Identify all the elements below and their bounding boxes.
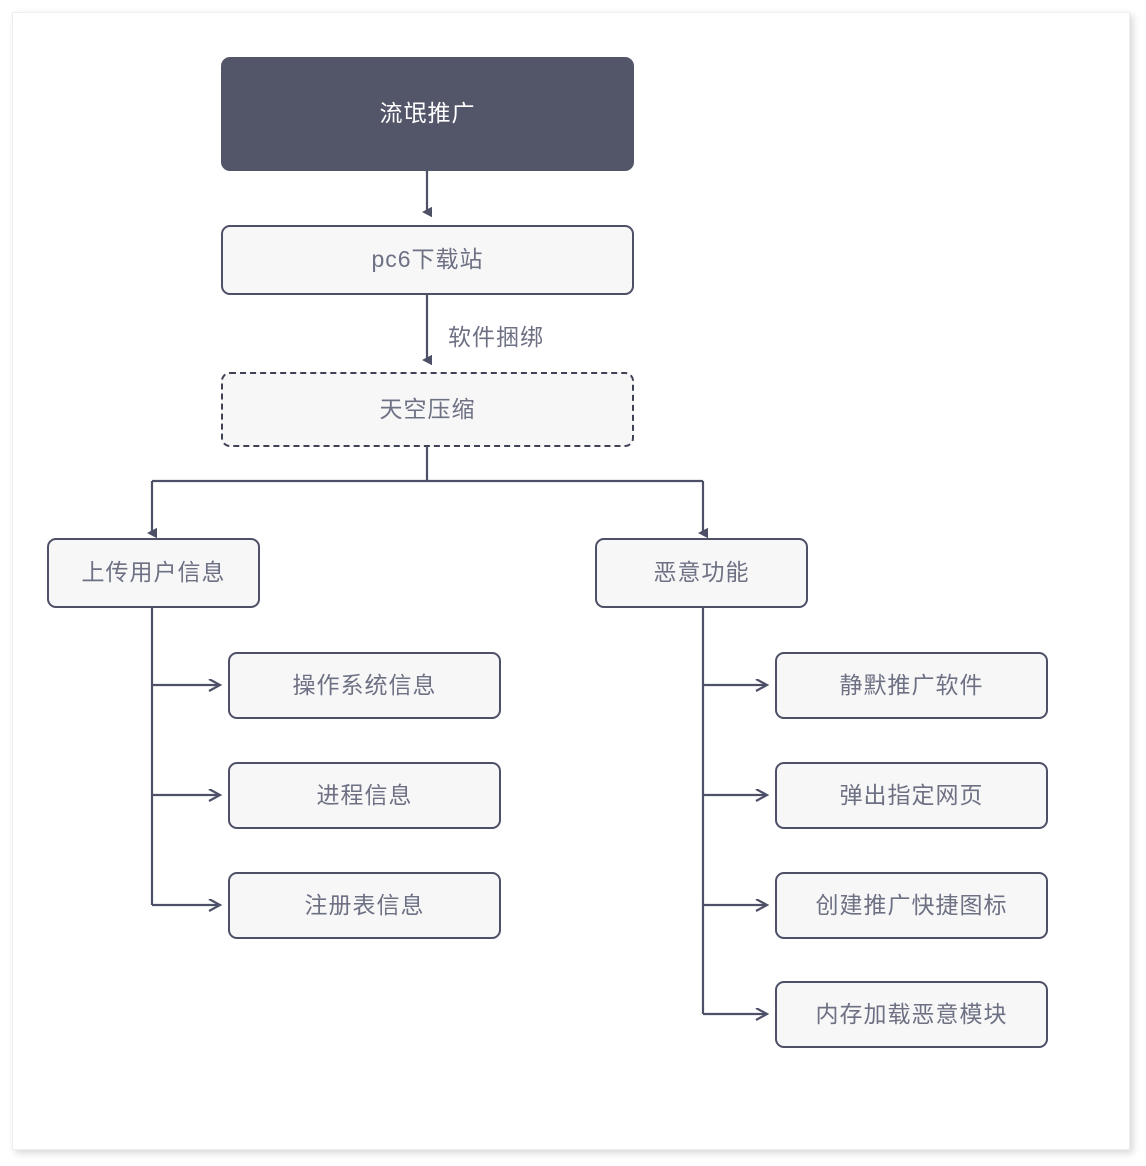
node-branch-malicious-functions[interactable]: 恶意功能 (595, 538, 808, 608)
node-leaf-create-shortcut-label: 创建推广快捷图标 (815, 891, 1008, 918)
node-leaf-process-info-label: 进程信息 (316, 781, 413, 808)
node-branch-upload-user-info[interactable]: 上传用户信息 (47, 538, 260, 608)
node-leaf-registry-info[interactable]: 注册表信息 (228, 872, 501, 939)
node-branch-upload-user-info-label: 上传用户信息 (81, 559, 226, 586)
node-payload-label: 天空压缩 (379, 395, 476, 422)
node-leaf-memory-load-module-label: 内存加载恶意模块 (815, 1000, 1008, 1027)
node-leaf-create-shortcut[interactable]: 创建推广快捷图标 (775, 872, 1048, 939)
node-source-label: pc6下载站 (371, 246, 484, 273)
node-leaf-memory-load-module[interactable]: 内存加载恶意模块 (775, 981, 1048, 1048)
node-payload[interactable]: 天空压缩 (221, 372, 634, 447)
node-leaf-registry-info-label: 注册表信息 (304, 891, 425, 918)
node-leaf-popup-webpage-label: 弹出指定网页 (839, 781, 984, 808)
node-source[interactable]: pc6下载站 (221, 225, 634, 295)
node-root-label: 流氓推广 (379, 100, 476, 127)
node-leaf-popup-webpage[interactable]: 弹出指定网页 (775, 762, 1048, 829)
node-leaf-os-info[interactable]: 操作系统信息 (228, 652, 501, 719)
edge-label-software-bundle: 软件捆绑 (448, 324, 544, 350)
node-root[interactable]: 流氓推广 (221, 57, 634, 171)
node-leaf-silent-promotion[interactable]: 静默推广软件 (775, 652, 1048, 719)
node-branch-malicious-functions-label: 恶意功能 (653, 559, 750, 586)
node-leaf-silent-promotion-label: 静默推广软件 (839, 671, 984, 698)
node-leaf-process-info[interactable]: 进程信息 (228, 762, 501, 829)
node-leaf-os-info-label: 操作系统信息 (292, 671, 437, 698)
